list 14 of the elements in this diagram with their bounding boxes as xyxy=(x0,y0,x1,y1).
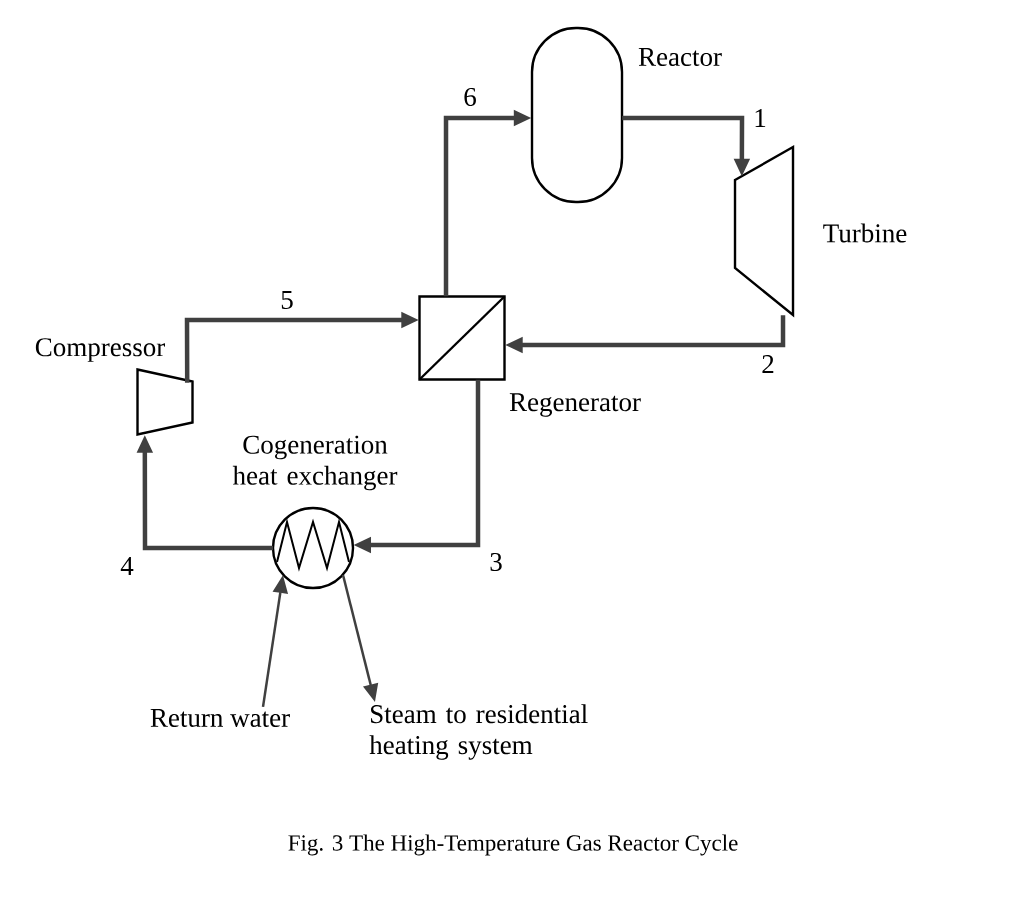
stream-label: Steam to residential heating system xyxy=(369,704,588,760)
state-point-number: 1 xyxy=(752,108,768,128)
stream-label: Return water xyxy=(150,709,290,727)
state-point-number: 2 xyxy=(760,354,776,374)
component-label: Regenerator xyxy=(509,393,641,417)
figure-caption: Fig. 3 The High-Temperature Gas Reactor Cycle xyxy=(288,834,738,856)
state-point-number: 3 xyxy=(488,551,504,573)
state-point-number: 4 xyxy=(119,556,135,576)
component-label: Compressor xyxy=(35,338,165,362)
state-point-number: 6 xyxy=(462,86,478,108)
component-label: Reactor xyxy=(638,48,722,66)
component-label: Turbine xyxy=(823,223,907,243)
state-point-number: 5 xyxy=(279,290,295,310)
component-label: Cogeneration heat exchanger xyxy=(232,435,398,491)
